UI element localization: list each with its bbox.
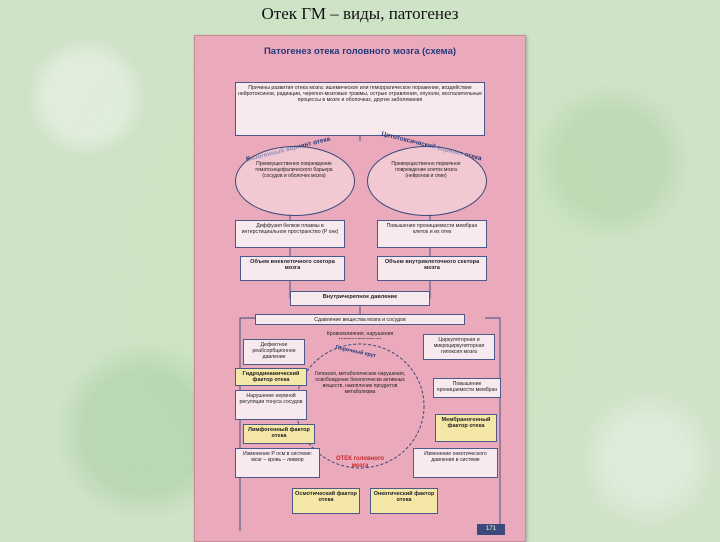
cytotoxic-ellipse: [367, 146, 487, 216]
left-factor-1: Дефектное реабсорбционное давление: [243, 339, 305, 365]
icp-box: Внутричерепное давление: [290, 291, 430, 306]
vasogenic-volume-box: Объем внеклеточного сектора мозга: [240, 256, 345, 281]
compression-box: Сдавление вещества мозга и сосудов: [255, 314, 465, 325]
vasogenic-desc: Преимущественно повреждение гематоэнцефа…: [255, 161, 333, 179]
cycle-top-text: Кровоизлияния, нарушения микроциркуляции: [326, 331, 394, 339]
bottom-left-box: Изменение P осм в системе: мозг – кровь …: [235, 448, 320, 478]
oncotic-factor-box: Онкотический фактор отека: [370, 488, 438, 514]
vasogenic-result-box: Диффузия белков плазмы в интерстициально…: [235, 220, 345, 248]
causes-box: Причины развития отека мозга: ишемическо…: [235, 82, 485, 136]
left-factor-2: Гидродинамический фактор отека: [235, 368, 307, 386]
scheme-page: Патогенез отека головного мозга (схема) …: [194, 35, 526, 542]
page-number: 171: [477, 524, 505, 535]
vasogenic-ellipse: [235, 146, 355, 216]
bottom-right-box: Изменение онкотического давления в систе…: [413, 448, 498, 478]
cytotoxic-result-box: Повышение проницаемости мембран клеток и…: [377, 220, 487, 248]
left-factor-4: Лимфогенный фактор отека: [243, 424, 315, 444]
right-factor-2: Повышение проницаемости мембран: [433, 378, 501, 398]
scheme-title: Патогенез отека головного мозга (схема): [263, 46, 457, 57]
edema-label: ОТЕК головного мозга: [335, 456, 385, 469]
left-factor-3: Нарушение нервной регуляции тонуса сосуд…: [235, 390, 307, 420]
cytotoxic-volume-box: Объем внутриклеточного сектора мозга: [377, 256, 487, 281]
right-factor-3: Мембраногенный фактор отека: [435, 414, 497, 442]
center-text: Гипоксия, метаболические нарушения, осво…: [314, 371, 406, 395]
cytotoxic-desc: Преимущественно первичное повреждение кл…: [391, 161, 461, 179]
osmotic-factor-box: Осмотический фактор отека: [292, 488, 360, 514]
right-factor-1: Циркуляторная и микроциркуляторная гипок…: [423, 334, 495, 360]
slide-title: Отек ГМ – виды, патогенез: [261, 4, 459, 23]
